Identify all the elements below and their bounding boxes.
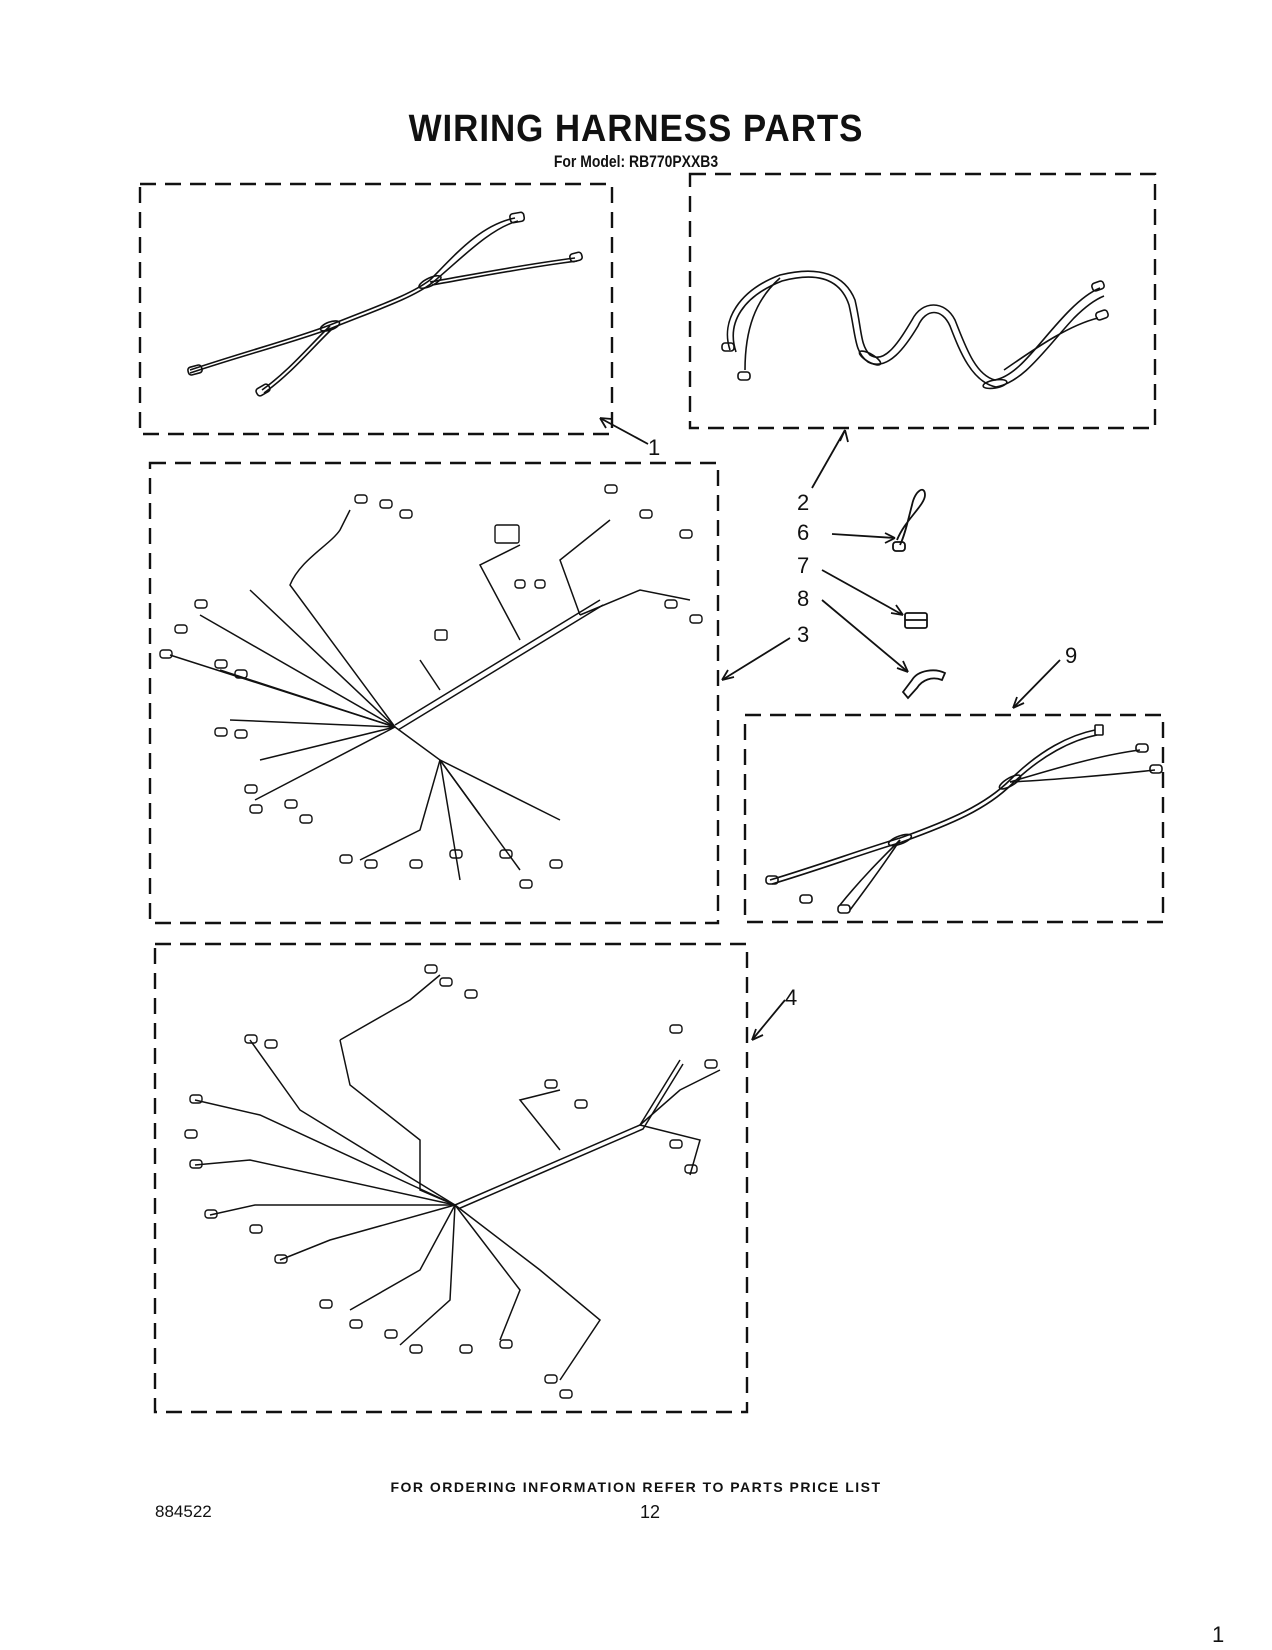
callout-6-arrowhead (884, 532, 896, 544)
model-subtitle: For Model: RB770PXXB3 (553, 152, 719, 171)
callout-7-arrowhead (890, 604, 904, 616)
callout-8: 8 (797, 586, 809, 611)
callout-8-leader (821, 599, 909, 673)
corner-mark: 1 (1212, 1622, 1225, 1647)
part-6-wire (892, 488, 926, 552)
callout-7: 7 (797, 553, 809, 578)
callout-3-leader (721, 637, 791, 681)
callout-7-leader (821, 569, 904, 616)
part-4-frame (153, 942, 749, 1414)
callout-3-arrowhead (721, 669, 735, 681)
part-4-harness (184, 964, 721, 1399)
callout-6-leader (831, 533, 896, 539)
document-number: 884522 (155, 1502, 212, 1521)
callout-4: 4 (785, 985, 797, 1010)
callout-9-leader (1012, 659, 1061, 709)
part-3-harness (159, 484, 703, 889)
part-2-frame (688, 172, 1157, 430)
callout-1: 1 (648, 435, 660, 460)
part-3-frame (148, 461, 720, 925)
part-8-clip (901, 669, 947, 700)
callout-1-arrowhead (599, 417, 613, 429)
page-number: 12 (640, 1502, 661, 1522)
callout-4-arrowhead (751, 1028, 764, 1041)
part-9-harness (765, 724, 1163, 914)
part-2-harness (721, 270, 1109, 390)
part-1-frame (138, 182, 614, 436)
part-9-frame (743, 713, 1165, 924)
page-title: WIRING HARNESS PARTS (408, 108, 864, 150)
callout-8-arrowhead (896, 660, 909, 673)
callout-2-arrowhead (839, 429, 849, 443)
callout-4-leader (751, 999, 786, 1041)
callout-1-leader (599, 417, 649, 445)
callout-3: 3 (797, 622, 809, 647)
callout-9: 9 (1065, 643, 1077, 668)
callout-9-arrowhead (1012, 696, 1025, 709)
callout-2-leader (811, 429, 846, 489)
part-7-connector (904, 612, 928, 629)
part-1-harness (187, 211, 583, 397)
callout-2: 2 (797, 490, 809, 515)
ordering-note: FOR ORDERING INFORMATION REFER TO PARTS … (390, 1479, 882, 1495)
callout-6: 6 (797, 520, 809, 545)
